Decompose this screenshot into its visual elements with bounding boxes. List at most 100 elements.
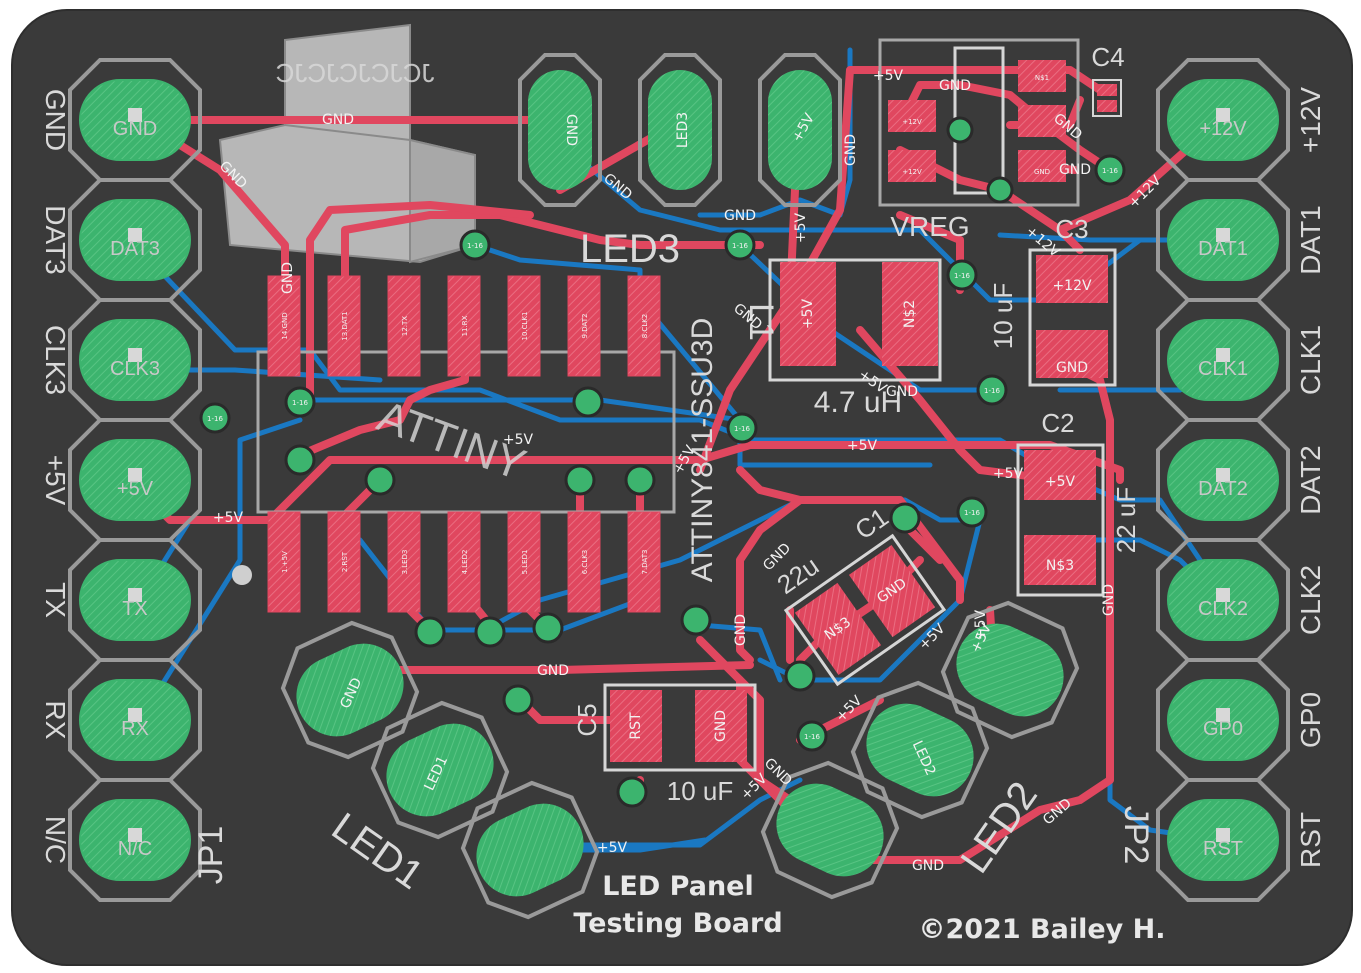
attiny-pin-4: 4.LED2 bbox=[461, 550, 469, 575]
l1-pad-1: N$2 bbox=[902, 300, 918, 328]
jp2-pin-outlines bbox=[1156, 58, 1290, 902]
board-copyright: ©2021 Bailey H. bbox=[918, 914, 1165, 945]
net-label-gnd: GND bbox=[280, 262, 296, 294]
led2-pad-3-label: GND bbox=[912, 858, 944, 874]
attiny-pin-8: 8.CLK2 bbox=[641, 314, 649, 339]
net-label-5v: +5V bbox=[847, 438, 878, 454]
led3-pad-2-label: LED3 bbox=[675, 112, 691, 148]
c5-pad-2: GND bbox=[713, 710, 729, 742]
c5-value: 10 uF bbox=[667, 776, 734, 806]
vreg-footprint: N$1 +12V +12V GND VREG bbox=[878, 38, 1080, 242]
jp2-pad-label-6: GP0 bbox=[1203, 718, 1243, 740]
attiny-pin-11: 11.RX bbox=[461, 315, 469, 336]
jp2-pad-label-3: CLK1 bbox=[1198, 358, 1248, 380]
jp1-pin-name-7: N/C bbox=[40, 816, 71, 864]
net-label-gnd: GND bbox=[939, 78, 971, 94]
l1-value: 4.7 uH bbox=[814, 386, 902, 419]
via-label: 1-16 bbox=[734, 425, 750, 433]
c5-pad-1: RST bbox=[628, 712, 644, 740]
led1-pad-3-label: +5V bbox=[597, 840, 628, 856]
net-label-gnd: GND bbox=[733, 614, 749, 646]
vreg-pin-4: GND bbox=[1034, 168, 1050, 176]
c2-ref: C2 bbox=[1041, 408, 1074, 438]
via-label: 1-16 bbox=[732, 242, 748, 250]
jp1-pad-label-5: TX bbox=[122, 598, 148, 620]
vreg-ref: VREG bbox=[890, 211, 969, 242]
jp1-pad-label-7: N/C bbox=[118, 838, 152, 860]
net-label-5v: +5V bbox=[873, 68, 904, 84]
net-label-5v: +5V bbox=[213, 510, 244, 526]
jp1-pad-label-2: DAT3 bbox=[110, 238, 160, 260]
net-label-5v: +5V bbox=[973, 609, 989, 640]
jp2-pin-name-1: +12V bbox=[1295, 87, 1326, 153]
l1-footprint: +5V N$2 L1 4.7 uH bbox=[742, 258, 942, 419]
net-label-gnd: GND bbox=[1059, 162, 1091, 178]
via-labels: 1-16 1-16 1-16 1-16 1-16 1-16 1-16 1-16 … bbox=[207, 167, 1118, 741]
net-label-5v: +5V bbox=[793, 212, 809, 243]
attiny-pin-12: 12.TX bbox=[401, 316, 409, 336]
via-label: 1-16 bbox=[292, 399, 308, 407]
c5-footprint: RST GND C5 10 uF bbox=[572, 683, 757, 806]
attiny-pin-2: 2.RST bbox=[341, 551, 349, 572]
c5-ref: C5 bbox=[572, 703, 602, 736]
jp2-pad-label-1: +12V bbox=[1199, 118, 1247, 140]
jp2-pin-name-4: DAT2 bbox=[1295, 445, 1326, 515]
jp2-pin-name-5: CLK2 bbox=[1295, 565, 1326, 635]
jp2-pad-label-2: DAT1 bbox=[1198, 238, 1248, 260]
attiny-pin-14: 14.GND bbox=[281, 312, 289, 339]
header-jp1: GND DAT3 CLK3 +5V TX RX N/C GND DAT3 CLK… bbox=[40, 58, 230, 902]
vreg-pin-1: N$1 bbox=[1035, 74, 1049, 82]
c3-footprint: +12V GND C3 10 uF bbox=[988, 214, 1117, 387]
l1-pad-2: +5V bbox=[800, 298, 816, 329]
jp2-pin-name-2: DAT1 bbox=[1295, 205, 1326, 275]
l1-ref: L1 bbox=[742, 303, 780, 341]
attiny-pin-7: 7.DAT3 bbox=[641, 550, 649, 575]
jp1-pin-outlines bbox=[68, 58, 202, 902]
attiny-pin-1: 1.+5V bbox=[281, 551, 289, 573]
attiny-pin-6: 6.CLK3 bbox=[581, 550, 589, 575]
net-label-gnd: GND bbox=[537, 663, 569, 679]
jp1-pin-name-2: DAT3 bbox=[40, 205, 71, 275]
jp1-pin-name-1: GND bbox=[40, 89, 71, 151]
led3-connector: GND LED3 +5V LED3 bbox=[518, 53, 842, 271]
attiny-pin-13: 13.DAT1 bbox=[341, 311, 349, 340]
via-label: 1-16 bbox=[804, 733, 820, 741]
attiny-pin-5: 5.LED1 bbox=[521, 550, 529, 575]
c2-pad-2: N$3 bbox=[1046, 558, 1074, 574]
jp1-pad-label-4: +5V bbox=[117, 478, 154, 500]
attiny-pin-10: 10.CLK1 bbox=[521, 312, 529, 341]
vias bbox=[199, 116, 1126, 808]
via-label: 1-16 bbox=[207, 415, 223, 423]
c4-footprint: C4 bbox=[1091, 42, 1125, 117]
c2-footprint: +5V N$3 C2 22 uF bbox=[1016, 408, 1141, 597]
net-label-gnd: GND bbox=[322, 112, 354, 128]
c1-footprint: N$3 GND 22u C1 bbox=[772, 502, 947, 687]
net-label-5v: +5V bbox=[503, 432, 534, 448]
jp2-pin-name-7: RST bbox=[1295, 812, 1326, 868]
via-label: 1-16 bbox=[964, 509, 980, 517]
jp1-ref: JP1 bbox=[192, 826, 230, 885]
c3-ref: C3 bbox=[1055, 214, 1088, 244]
jp2-pin-name-6: GP0 bbox=[1295, 692, 1326, 748]
led3-pad-1-label: GND bbox=[563, 114, 579, 146]
jp1-pin-name-3: CLK3 bbox=[40, 325, 71, 395]
net-label-gnd: GND bbox=[724, 208, 756, 224]
jp2-pad-label-5: CLK2 bbox=[1198, 598, 1248, 620]
jp2-pad-label-4: DAT2 bbox=[1198, 478, 1248, 500]
net-label-gnd: GND bbox=[886, 384, 918, 400]
jp1-pin-name-6: RX bbox=[40, 701, 71, 740]
c3-pad-2: GND bbox=[1056, 360, 1088, 376]
jp2-pad-label-7: RST bbox=[1203, 838, 1243, 860]
led3-ref: LED3 bbox=[580, 227, 680, 271]
attiny-pin-3: 3.LED3 bbox=[401, 550, 409, 575]
jp1-pin-name-5: TX bbox=[40, 582, 71, 618]
jp1-pin-name-4: +5V bbox=[40, 455, 71, 506]
net-label-5v: +5V bbox=[993, 466, 1024, 482]
jp1-pad-label-1: GND bbox=[113, 118, 157, 140]
jp2-ref: JP2 bbox=[1117, 806, 1155, 865]
attiny-pin-9: 9.DAT2 bbox=[581, 314, 589, 339]
vreg-pin-3: +12V bbox=[902, 168, 922, 176]
c2-pad-1: +5V bbox=[1045, 474, 1076, 490]
c3-pad-1: +12V bbox=[1052, 278, 1092, 294]
